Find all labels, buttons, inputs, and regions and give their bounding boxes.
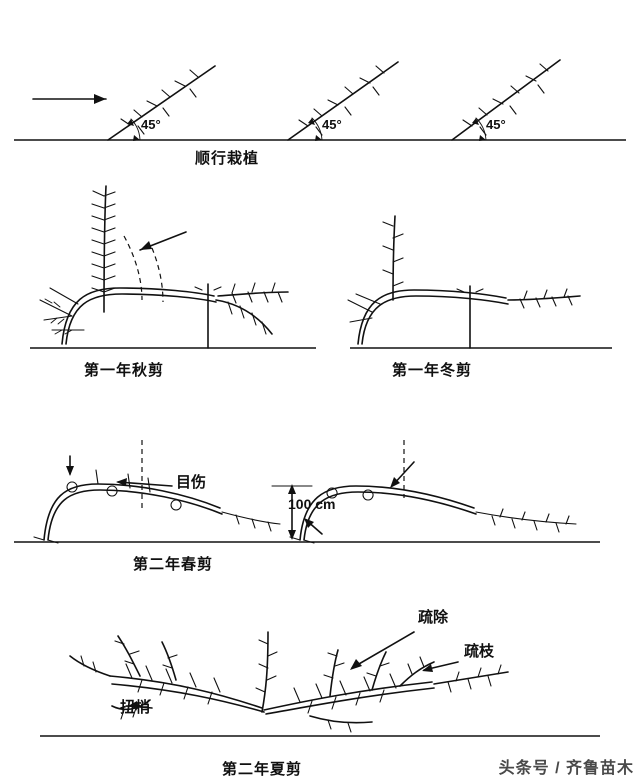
panel-4-drawing [14,440,600,544]
panel-3-drawing [347,215,612,349]
angle-label-1: 45° [141,117,161,132]
label-shu-zhi: 疏枝 [464,643,495,660]
caption-panel-5: 第二年夏剪 [222,761,303,778]
caption-panel-4: 第二年春剪 [133,556,214,573]
caption-panel-1: 顺行栽植 [195,150,260,167]
angle-label-3: 45° [486,117,506,132]
label-shu-chu: 疏除 [418,609,449,626]
watermark: 头条号 / 齐鲁苗木 [498,760,634,777]
label-100cm: 100 cm [288,496,336,512]
panel-5-drawing [40,631,600,737]
panel-2-drawing [30,185,316,349]
panel-1-drawing [14,59,626,141]
caption-panel-2: 第一年秋剪 [84,362,165,379]
angle-label-2: 45° [322,117,342,132]
label-niu-shao: 扭梢 [120,699,151,716]
label-mu-shang: 目伤 [176,474,207,491]
caption-panel-3: 第一年冬剪 [392,362,473,379]
